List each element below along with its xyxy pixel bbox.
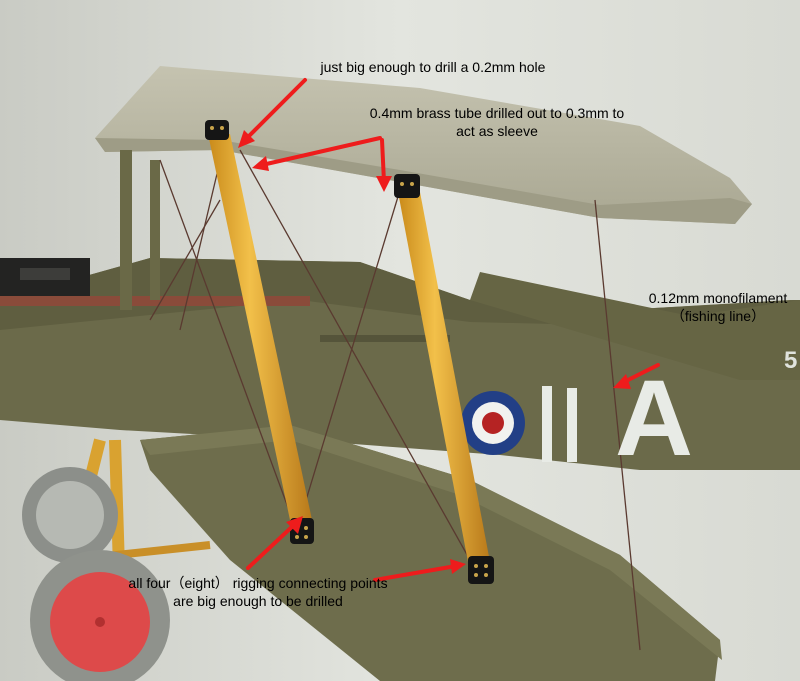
rigging-wires — [149, 139, 641, 651]
aircraft-letter-marking: A — [615, 357, 693, 478]
marking-bar-1 — [542, 386, 552, 462]
annotation-drill-hole: just big enough to drill a 0.2mm hole — [320, 59, 546, 75]
tail-number-partial: 5 — [784, 347, 798, 374]
upper-wing-leading-edge — [95, 138, 752, 224]
roundel-red — [482, 412, 504, 434]
front-wheel-hub-center — [95, 617, 105, 627]
strut-fitting-bottom-right — [468, 556, 494, 584]
cabane-strut-1 — [120, 150, 132, 310]
engine — [0, 258, 90, 303]
cabane-strut-2 — [150, 160, 160, 300]
arrow-drill-hole — [243, 78, 307, 142]
strut-fitting-top-right — [394, 174, 420, 198]
annotation-monofilament: 0.12mm monofilament（fishing line） — [648, 290, 788, 324]
lower-wing-edge — [140, 425, 722, 660]
upper-wing — [95, 66, 752, 224]
annotation-arrows — [238, 78, 660, 582]
annotation-brass-tube: 0.4mm brass tube drilled out to 0.3mm to… — [369, 105, 625, 139]
side-pipe — [320, 335, 450, 342]
arrow-rigging-left — [246, 522, 297, 570]
exhaust-pipe — [0, 296, 310, 306]
marking-bar-2 — [567, 388, 577, 462]
engine-detail — [20, 268, 70, 280]
interplane-strut-right — [394, 174, 494, 584]
arrow-rigging-right — [373, 564, 458, 582]
tail-fin — [470, 272, 800, 380]
arrow-sleeve-left — [260, 136, 382, 167]
annotation-rigging-points: all four（eight） rigging connecting point… — [128, 575, 388, 609]
rear-wheel-hub — [36, 481, 104, 549]
strut-fitting-top-left — [205, 120, 229, 140]
arrow-sleeve-right — [380, 138, 386, 184]
